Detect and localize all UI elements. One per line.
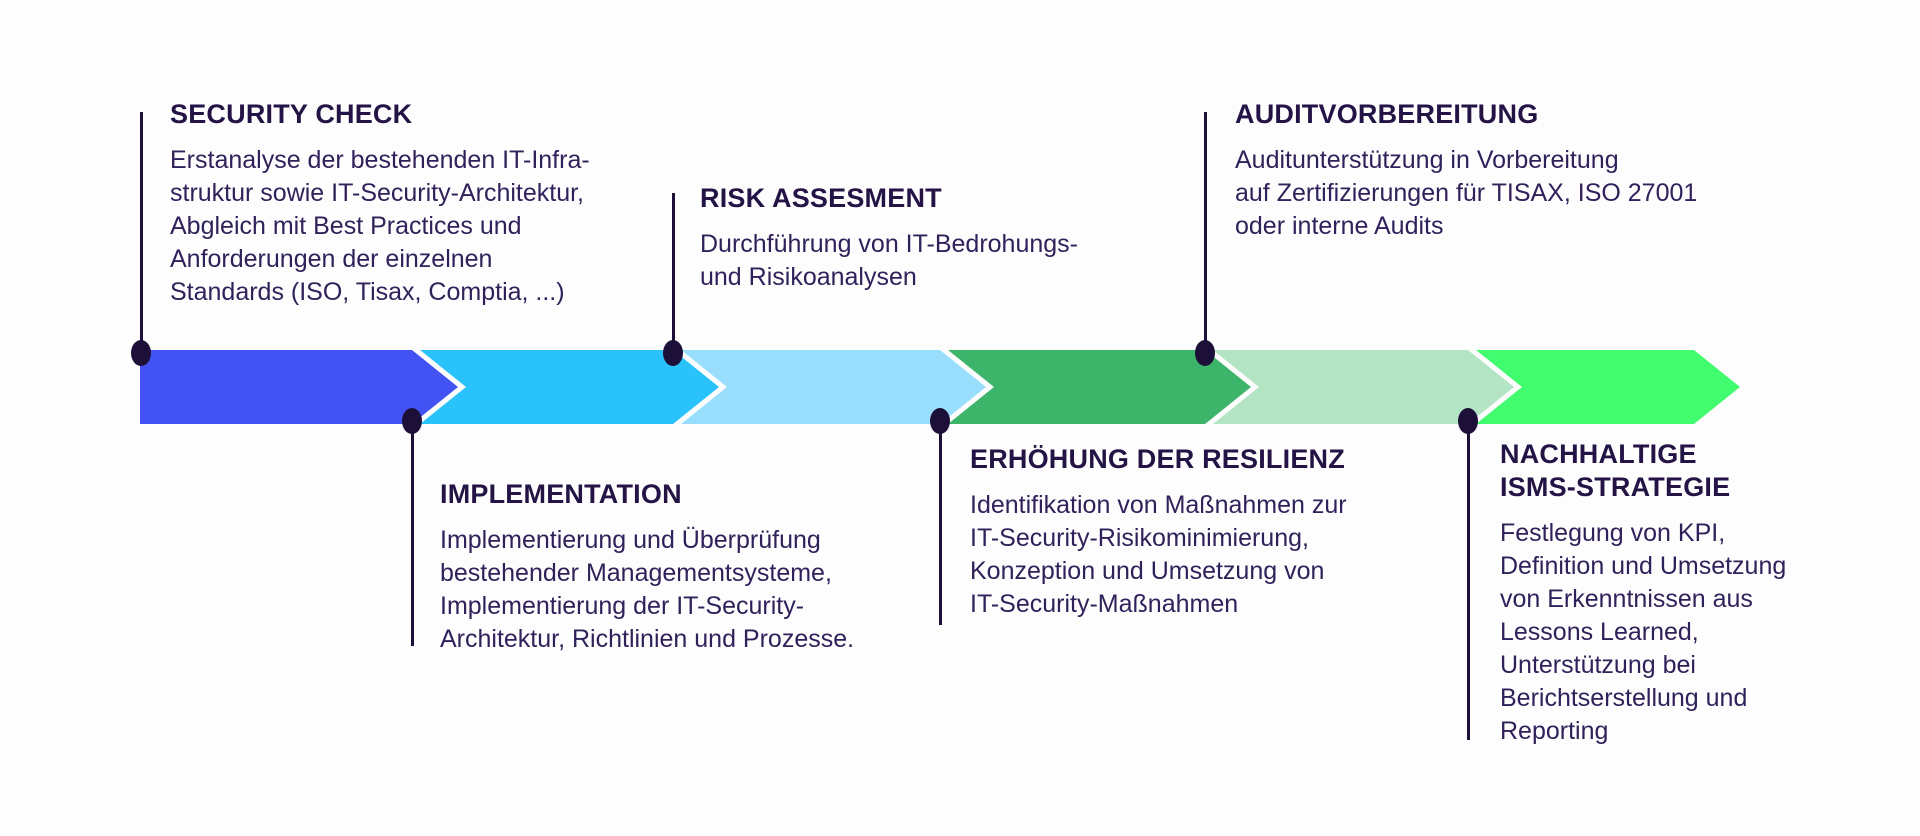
connector-line-nachhaltige-isms-strategie	[1467, 422, 1470, 740]
step-description: Auditunterstützung in Vorbereitung auf Z…	[1235, 146, 1698, 240]
step-title: IMPLEMENTATION	[440, 479, 682, 509]
connector-dot-risk-assesment	[663, 340, 683, 366]
connector-line-erhoehung-der-resilienz	[939, 422, 942, 625]
step-description: Festlegung von KPI, Definition und Umset…	[1500, 519, 1787, 745]
connector-dot-security-check	[131, 340, 151, 366]
step-title: SECURITY CHECK	[170, 99, 413, 129]
step-description: Durchführung von IT-Bedrohungs- und Risi…	[700, 230, 1078, 291]
step-auditvorbereitung: AUDITVORBEREITUNG Auditunterstützung in …	[1235, 98, 1697, 243]
chevron-segment-nachhaltige-isms-strategie	[1476, 350, 1740, 424]
step-description: Erstanalyse der bestehenden IT-Infra- st…	[170, 146, 590, 306]
connector-dot-erhoehung-der-resilienz	[930, 408, 950, 434]
connector-line-security-check	[140, 112, 143, 352]
step-title: RISK ASSESMENT	[700, 183, 942, 213]
step-description: Identifikation von Maßnahmen zur IT-Secu…	[970, 491, 1347, 618]
step-description: Implementierung und Überprüfung bestehen…	[440, 526, 855, 653]
step-title: NACHHALTIGE ISMS-STRATEGIE	[1500, 439, 1731, 502]
step-nachhaltige-isms-strategie: NACHHALTIGE ISMS-STRATEGIE Festlegung vo…	[1500, 438, 1786, 748]
connector-dot-nachhaltige-isms-strategie	[1458, 408, 1478, 434]
step-implementation: IMPLEMENTATION Implementierung und Überp…	[440, 478, 854, 656]
connector-dot-implementation	[402, 408, 422, 434]
step-risk-assesment: RISK ASSESMENT Durchführung von IT-Bedro…	[700, 182, 1078, 294]
step-title: ERHÖHUNG DER RESILIENZ	[970, 444, 1345, 474]
connector-line-implementation	[411, 422, 414, 646]
connector-dot-auditvorbereitung	[1195, 340, 1215, 366]
step-security-check: SECURITY CHECK Erstanalyse der bestehend…	[170, 98, 590, 309]
step-erhoehung-der-resilienz: ERHÖHUNG DER RESILIENZ Identifikation vo…	[970, 443, 1347, 621]
connector-line-auditvorbereitung	[1204, 112, 1207, 352]
connector-line-risk-assesment	[672, 193, 675, 352]
step-title: AUDITVORBEREITUNG	[1235, 99, 1539, 129]
